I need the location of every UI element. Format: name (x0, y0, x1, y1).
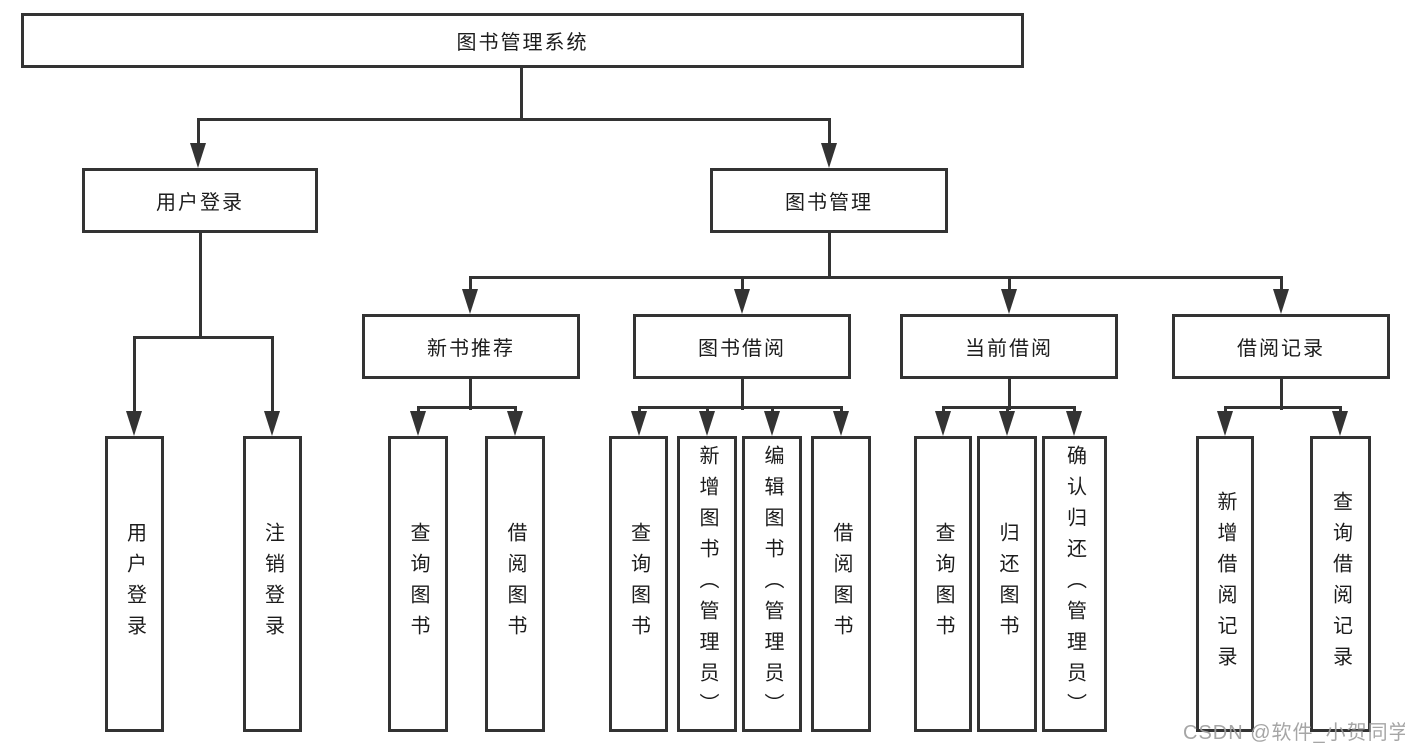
connector-arrowhead (190, 143, 206, 168)
node-book-management: 图书管理 (710, 168, 948, 233)
connector-arrowhead (462, 289, 478, 314)
connector-arrowhead (935, 411, 951, 436)
connector-segment (1008, 379, 1011, 410)
connector-segment (133, 336, 136, 416)
connector-arrowhead (821, 143, 837, 168)
connector-arrowhead (126, 411, 142, 436)
connector-segment (469, 276, 1282, 279)
connector-segment (271, 336, 274, 416)
connector-arrowhead (764, 411, 780, 436)
connector-arrowhead (1066, 411, 1082, 436)
node-borrow-records: 借阅记录 (1172, 314, 1390, 379)
connector-segment (638, 406, 843, 409)
node-user-login: 用户登录 (82, 168, 318, 233)
connector-segment (828, 118, 831, 146)
connector-segment (197, 118, 831, 121)
connector-segment (520, 68, 523, 119)
connector-arrowhead (1217, 411, 1233, 436)
connector-arrowhead (833, 411, 849, 436)
leaf-query-books-current: 查询图书 (914, 436, 972, 732)
node-library-system: 图书管理系统 (21, 13, 1024, 68)
connector-segment (1280, 379, 1283, 410)
node-new-book-recommend: 新书推荐 (362, 314, 580, 379)
leaf-borrow-books: 借阅图书 (811, 436, 871, 732)
csdn-watermark: CSDN @软件_小贺同学 (1183, 722, 1405, 744)
leaf-logout: 注销登录 (243, 436, 302, 732)
leaf-borrow-books-recommend: 借阅图书 (485, 436, 545, 732)
connector-arrowhead (1332, 411, 1348, 436)
connector-segment (469, 379, 472, 410)
connector-arrowhead (999, 411, 1015, 436)
leaf-query-books-borrow: 查询图书 (609, 436, 668, 732)
connector-segment (1008, 276, 1011, 296)
leaf-add-borrow-record: 新增借阅记录 (1196, 436, 1254, 732)
connector-segment (197, 118, 200, 146)
leaf-edit-books-admin: 编辑图书（管理员） (742, 436, 802, 732)
connector-arrowhead (1001, 289, 1017, 314)
connector-segment (741, 276, 744, 296)
leaf-add-books-admin: 新增图书（管理员） (677, 436, 737, 732)
connector-segment (828, 233, 831, 279)
connector-segment (133, 336, 274, 339)
connector-segment (1224, 406, 1342, 409)
node-book-borrow: 图书借阅 (633, 314, 851, 379)
leaf-query-books-recommend: 查询图书 (388, 436, 448, 732)
connector-segment (417, 406, 517, 409)
connector-segment (469, 276, 472, 296)
connector-arrowhead (631, 411, 647, 436)
connector-arrowhead (410, 411, 426, 436)
leaf-return-books: 归还图书 (977, 436, 1037, 732)
connector-arrowhead (734, 289, 750, 314)
leaf-user-login: 用户登录 (105, 436, 164, 732)
connector-arrowhead (264, 411, 280, 436)
node-current-borrow: 当前借阅 (900, 314, 1118, 379)
connector-segment (1280, 276, 1283, 296)
connector-arrowhead (1273, 289, 1289, 314)
leaf-confirm-return-admin: 确认归还（管理员） (1042, 436, 1107, 732)
connector-arrowhead (699, 411, 715, 436)
connector-segment (741, 379, 744, 410)
connector-arrowhead (507, 411, 523, 436)
connector-segment (199, 233, 202, 339)
leaf-query-borrow-record: 查询借阅记录 (1310, 436, 1371, 732)
